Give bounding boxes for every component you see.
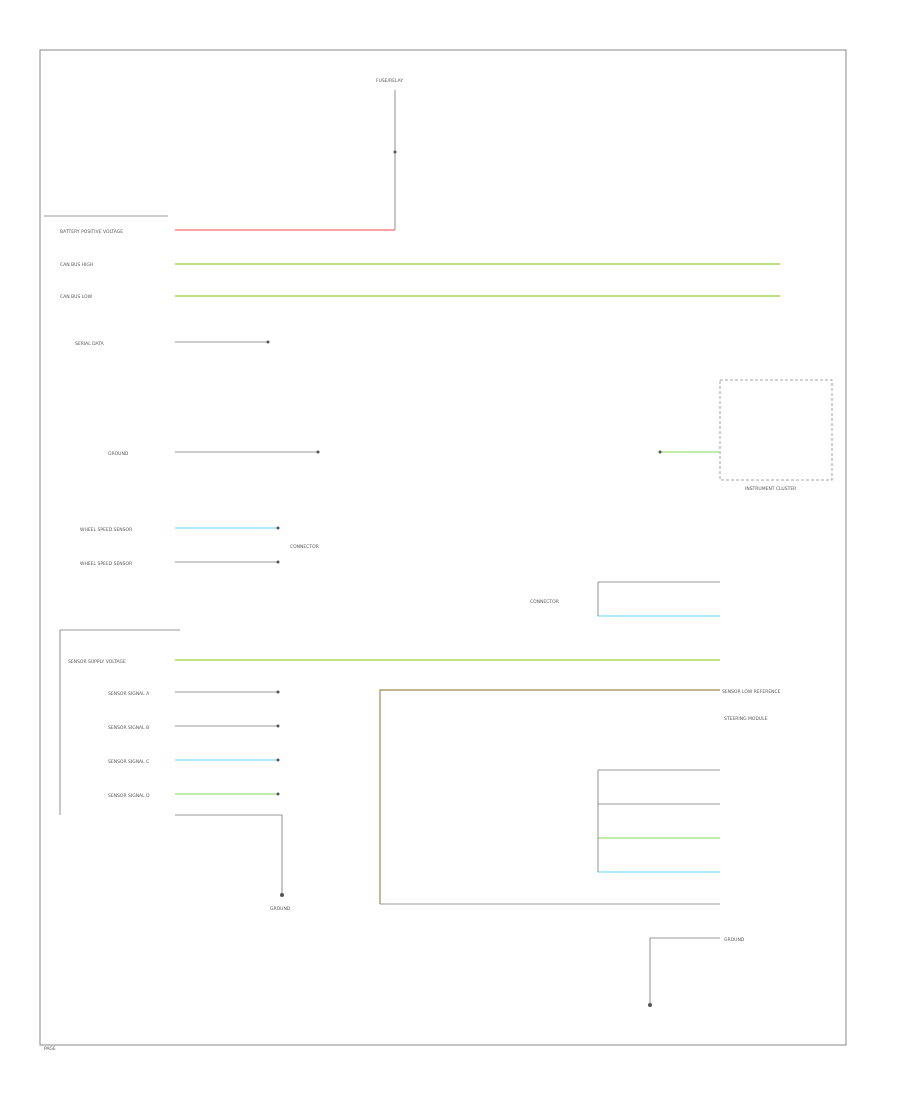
fuse-node: [393, 150, 397, 154]
cluster-node: [658, 450, 662, 454]
serial-wire: SERIAL DATA: [75, 340, 270, 347]
sensor-ref-label: SENSOR LOW REFERENCE: [722, 689, 781, 695]
right-ground-line: [649, 937, 720, 1005]
left-sensor-node-2: [276, 560, 280, 564]
fuse-box-label: FUSE/RELAY: [376, 78, 403, 84]
left-ground-line: [175, 814, 283, 895]
battery-label: BATTERY POSITIVE VOLTAGE: [60, 229, 123, 235]
can-low-label: CAN BUS LOW: [60, 294, 93, 300]
instrument-cluster: INSTRUMENT CLUSTER: [658, 379, 833, 492]
right-ground: GROUND: [648, 937, 745, 1007]
reference-line: [379, 689, 720, 904]
ground-right-label: GROUND: [724, 937, 745, 943]
right-connector-group: CONNECTOR: [530, 581, 720, 873]
left-sensor-node-1: [276, 526, 280, 530]
sensor-c-label: SENSOR SIGNAL C: [108, 759, 149, 765]
left-signal-group: SENSOR SIGNAL A SENSOR SIGNAL B SENSOR S…: [108, 690, 280, 799]
steering-supply-wire: SENSOR SUPPLY VOLTAGE: [68, 659, 720, 665]
left-ground-node: [280, 893, 284, 897]
sensor-supply-label: SENSOR SUPPLY VOLTAGE: [68, 659, 126, 665]
sensor-d-label: SENSOR SIGNAL D: [108, 793, 150, 799]
can-high-label: CAN BUS HIGH: [60, 262, 93, 268]
ground-left-label: GROUND: [270, 906, 291, 912]
diagram-frame: [39, 49, 847, 1046]
steering-module-label: STEERING MODULE: [724, 716, 768, 722]
signal-node-c: [276, 758, 280, 762]
ground1-label: GROUND: [108, 451, 129, 457]
signal-node-b: [276, 724, 280, 728]
instrument-cluster-box: [719, 379, 833, 481]
serial-node: [266, 340, 270, 344]
left-sensor-group: WHEEL SPEED SENSOR WHEEL SPEED SENSOR CO…: [80, 526, 319, 567]
reference-loop: SENSOR LOW REFERENCE: [379, 689, 781, 905]
signal-node-a: [276, 690, 280, 694]
connector-right-label: CONNECTOR: [530, 599, 559, 605]
signal-node-d: [276, 792, 280, 796]
left-sensor-label-1: WHEEL SPEED SENSOR: [80, 527, 132, 533]
left-sensor-label-2: WHEEL SPEED SENSOR: [80, 561, 132, 567]
can-low-wire: CAN BUS LOW: [60, 294, 780, 300]
page-ref-label: PAGE: [44, 1046, 56, 1052]
left-ground: GROUND: [175, 814, 291, 912]
serial-label: SERIAL DATA: [75, 341, 105, 347]
battery-wire: BATTERY POSITIVE VOLTAGE: [60, 229, 395, 235]
sensor-b-label: SENSOR SIGNAL B: [108, 725, 149, 731]
right-ground-node: [648, 1003, 652, 1007]
connector-left-label: CONNECTOR: [290, 544, 319, 550]
instrument-cluster-label: INSTRUMENT CLUSTER: [745, 486, 796, 492]
can-high-wire: CAN BUS HIGH: [60, 262, 780, 268]
ground1-wire: GROUND: [108, 450, 320, 457]
fuse-box: FUSE/RELAY: [376, 78, 403, 230]
ground1-node: [316, 450, 320, 454]
sensor-a-label: SENSOR SIGNAL A: [108, 691, 150, 697]
